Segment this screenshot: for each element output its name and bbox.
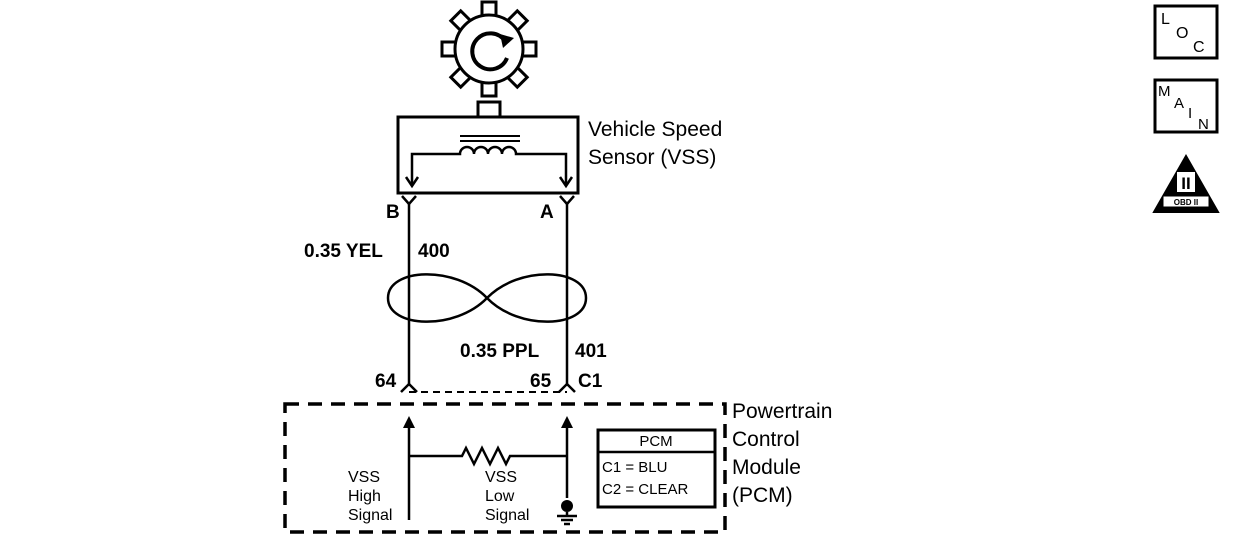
svg-text:C: C [1193,39,1205,56]
module-name-line2: Control [732,428,800,451]
module-name-line4: (PCM) [732,484,793,507]
pcm-pin-65: 65 [530,371,552,392]
sensor-name-line2: Sensor (VSS) [588,146,716,169]
terminal-b-label: B [386,202,400,223]
low-signal-line3: Signal [485,507,529,524]
pcm-connector-c1 [400,382,576,393]
resistor-symbol [409,445,567,467]
right-circuit-number: 401 [575,341,607,362]
low-signal-line2: Low [485,488,515,505]
svg-text:I: I [1188,105,1192,122]
svg-text:II: II [1181,174,1190,193]
vss-sensor-body [396,115,580,195]
pcm-connector-legend [596,428,717,509]
rotation-arrow-icon [470,31,509,72]
pcm-connector-c1-label: C1 [578,371,603,392]
svg-text:OBD II: OBD II [1174,198,1198,207]
obd-ii-icon[interactable]: II OBD II [1152,153,1220,213]
left-circuit-number: 400 [418,241,450,262]
pcm-module-outline [283,402,727,534]
high-signal-line2: High [348,488,381,505]
sensor-shaft [476,100,502,119]
module-name-line1: Powertrain [732,400,832,423]
svg-text:M: M [1158,83,1171,100]
high-signal-line1: VSS [348,469,380,486]
terminal-b-connector [401,195,417,206]
svg-text:L: L [1161,11,1170,28]
ground-icon [557,500,577,526]
tone-wheel-icon [440,0,538,98]
legend-c1: C1 = BLU [602,459,667,476]
low-signal-line1: VSS [485,469,517,486]
sensor-coil [410,145,568,184]
pcm-pin-64: 64 [375,371,397,392]
svg-text:N: N [1198,116,1209,133]
left-wire-label: 0.35 YEL [304,241,383,262]
high-signal-line3: Signal [348,507,392,524]
legend-c2: C2 = CLEAR [602,481,688,498]
sensor-name-line1: Vehicle Speed [588,118,722,141]
loc-icon[interactable]: L O C [1153,4,1219,60]
svg-text:A: A [1174,95,1184,112]
main-icon[interactable]: M A I N [1153,78,1219,134]
legend-title: PCM [639,433,672,450]
right-wire-label: 0.35 PPL [460,341,540,362]
terminal-a-connector [559,195,575,206]
twisted-pair-symbol [386,273,588,323]
terminal-a-label: A [540,202,554,223]
module-name-line3: Module [732,456,801,479]
svg-text:O: O [1176,25,1188,42]
